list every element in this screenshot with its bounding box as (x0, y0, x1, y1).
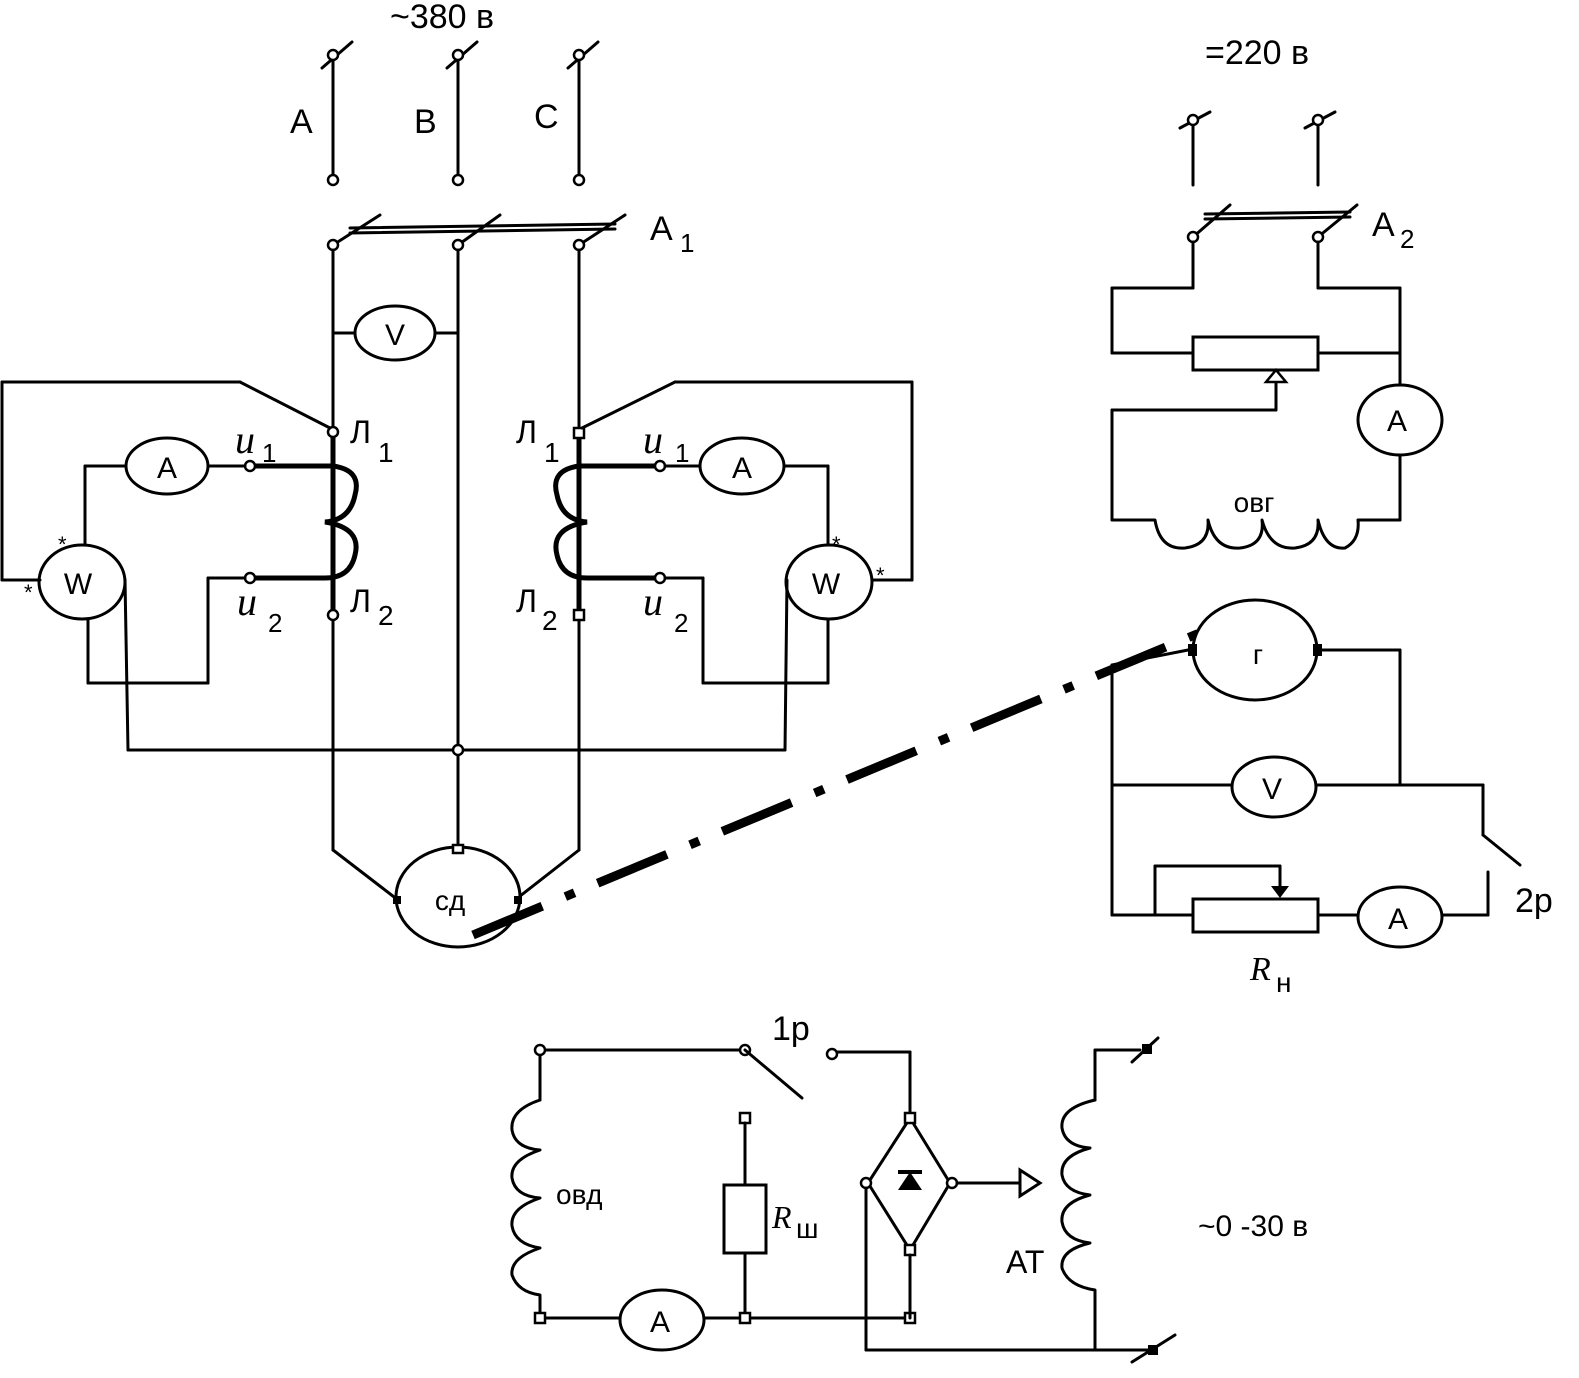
rn-label: R (1249, 951, 1271, 988)
right-l1-label: Л (516, 414, 537, 450)
switch-a1: A 1 (326, 210, 694, 258)
voltmeter-ab-label: V (385, 319, 405, 352)
switch-2p-label: 2р (1515, 882, 1553, 920)
left-measurement: Л 1 Л 2 u 1 u 2 A W * * (0, 380, 394, 752)
right-u2-label: u (643, 579, 663, 624)
generator-circuit: г V 2р A R н (1110, 598, 1553, 998)
right-ammeter-label: A (732, 452, 752, 485)
supply-ac-label: ~380 в (390, 0, 494, 36)
main-wires (126, 248, 787, 902)
phase-a-label: A (290, 103, 313, 141)
left-wattmeter-star-2: * (24, 580, 33, 605)
right-l2-label: Л (516, 583, 537, 619)
exc-ammeter-label: A (650, 1306, 670, 1339)
right-u1-label: u (643, 417, 663, 462)
switch-a1-label: A (650, 210, 673, 248)
switch-1p-label: 1р (772, 1010, 810, 1048)
switch-a2-sub: 2 (1400, 224, 1414, 254)
right-wattmeter-star-2: * (876, 563, 885, 588)
left-wattmeter-label: W (64, 568, 93, 601)
left-wattmeter-star-1: * (58, 532, 67, 557)
right-wattmeter-star-1: * (832, 532, 841, 557)
left-l1-label: Л (350, 414, 371, 450)
gen-voltmeter-label: V (1262, 773, 1282, 806)
right-l1-sub: 1 (544, 437, 560, 468)
left-u1-sub: 1 (262, 438, 276, 468)
motor-excitation: 1р овд R ш A (510, 1010, 1308, 1364)
left-l2-sub: 2 (378, 600, 394, 631)
right-measurement: Л 1 Л 2 u 1 u 2 A W * * (516, 380, 914, 752)
phase-b-label: B (414, 103, 437, 141)
supply-dc-label: =220 в (1205, 34, 1309, 72)
right-l2-sub: 2 (542, 605, 558, 636)
left-u2-label: u (237, 579, 257, 624)
rsh-label: R (771, 1199, 792, 1235)
generator-label: г (1253, 639, 1263, 670)
right-wattmeter-label: W (812, 568, 841, 601)
left-u1-label: u (235, 417, 255, 462)
supply-low-label: ~0 -30 в (1198, 1210, 1308, 1243)
left-l1-sub: 1 (378, 437, 394, 468)
at-label: АТ (1006, 1244, 1044, 1280)
left-l2-label: Л (350, 583, 371, 619)
right-u1-sub: 1 (675, 438, 689, 468)
motor-label: сд (435, 885, 465, 916)
phase-c-label: C (534, 98, 559, 136)
switch-a2-label: A (1372, 206, 1395, 244)
ovd-label: овд (556, 1179, 602, 1210)
synchronous-motor: сд (393, 843, 522, 949)
left-u2-sub: 2 (268, 608, 282, 638)
rn-sub: н (1276, 967, 1291, 998)
three-phase-supply: ~380 в A B C (290, 0, 600, 187)
dc-ammeter-label: A (1387, 405, 1407, 438)
right-u2-sub: 2 (674, 608, 688, 638)
rsh-sub: ш (796, 1213, 818, 1244)
load-ammeter-label: A (1388, 903, 1408, 936)
ovg-label: овг (1234, 487, 1275, 518)
dc-supply: =220 в A 2 A овг (1110, 34, 1444, 550)
shaft-coupling (471, 612, 1240, 940)
left-ammeter-label: A (157, 452, 177, 485)
switch-a1-sub: 1 (680, 228, 694, 258)
voltmeter-ab: V (331, 304, 460, 362)
